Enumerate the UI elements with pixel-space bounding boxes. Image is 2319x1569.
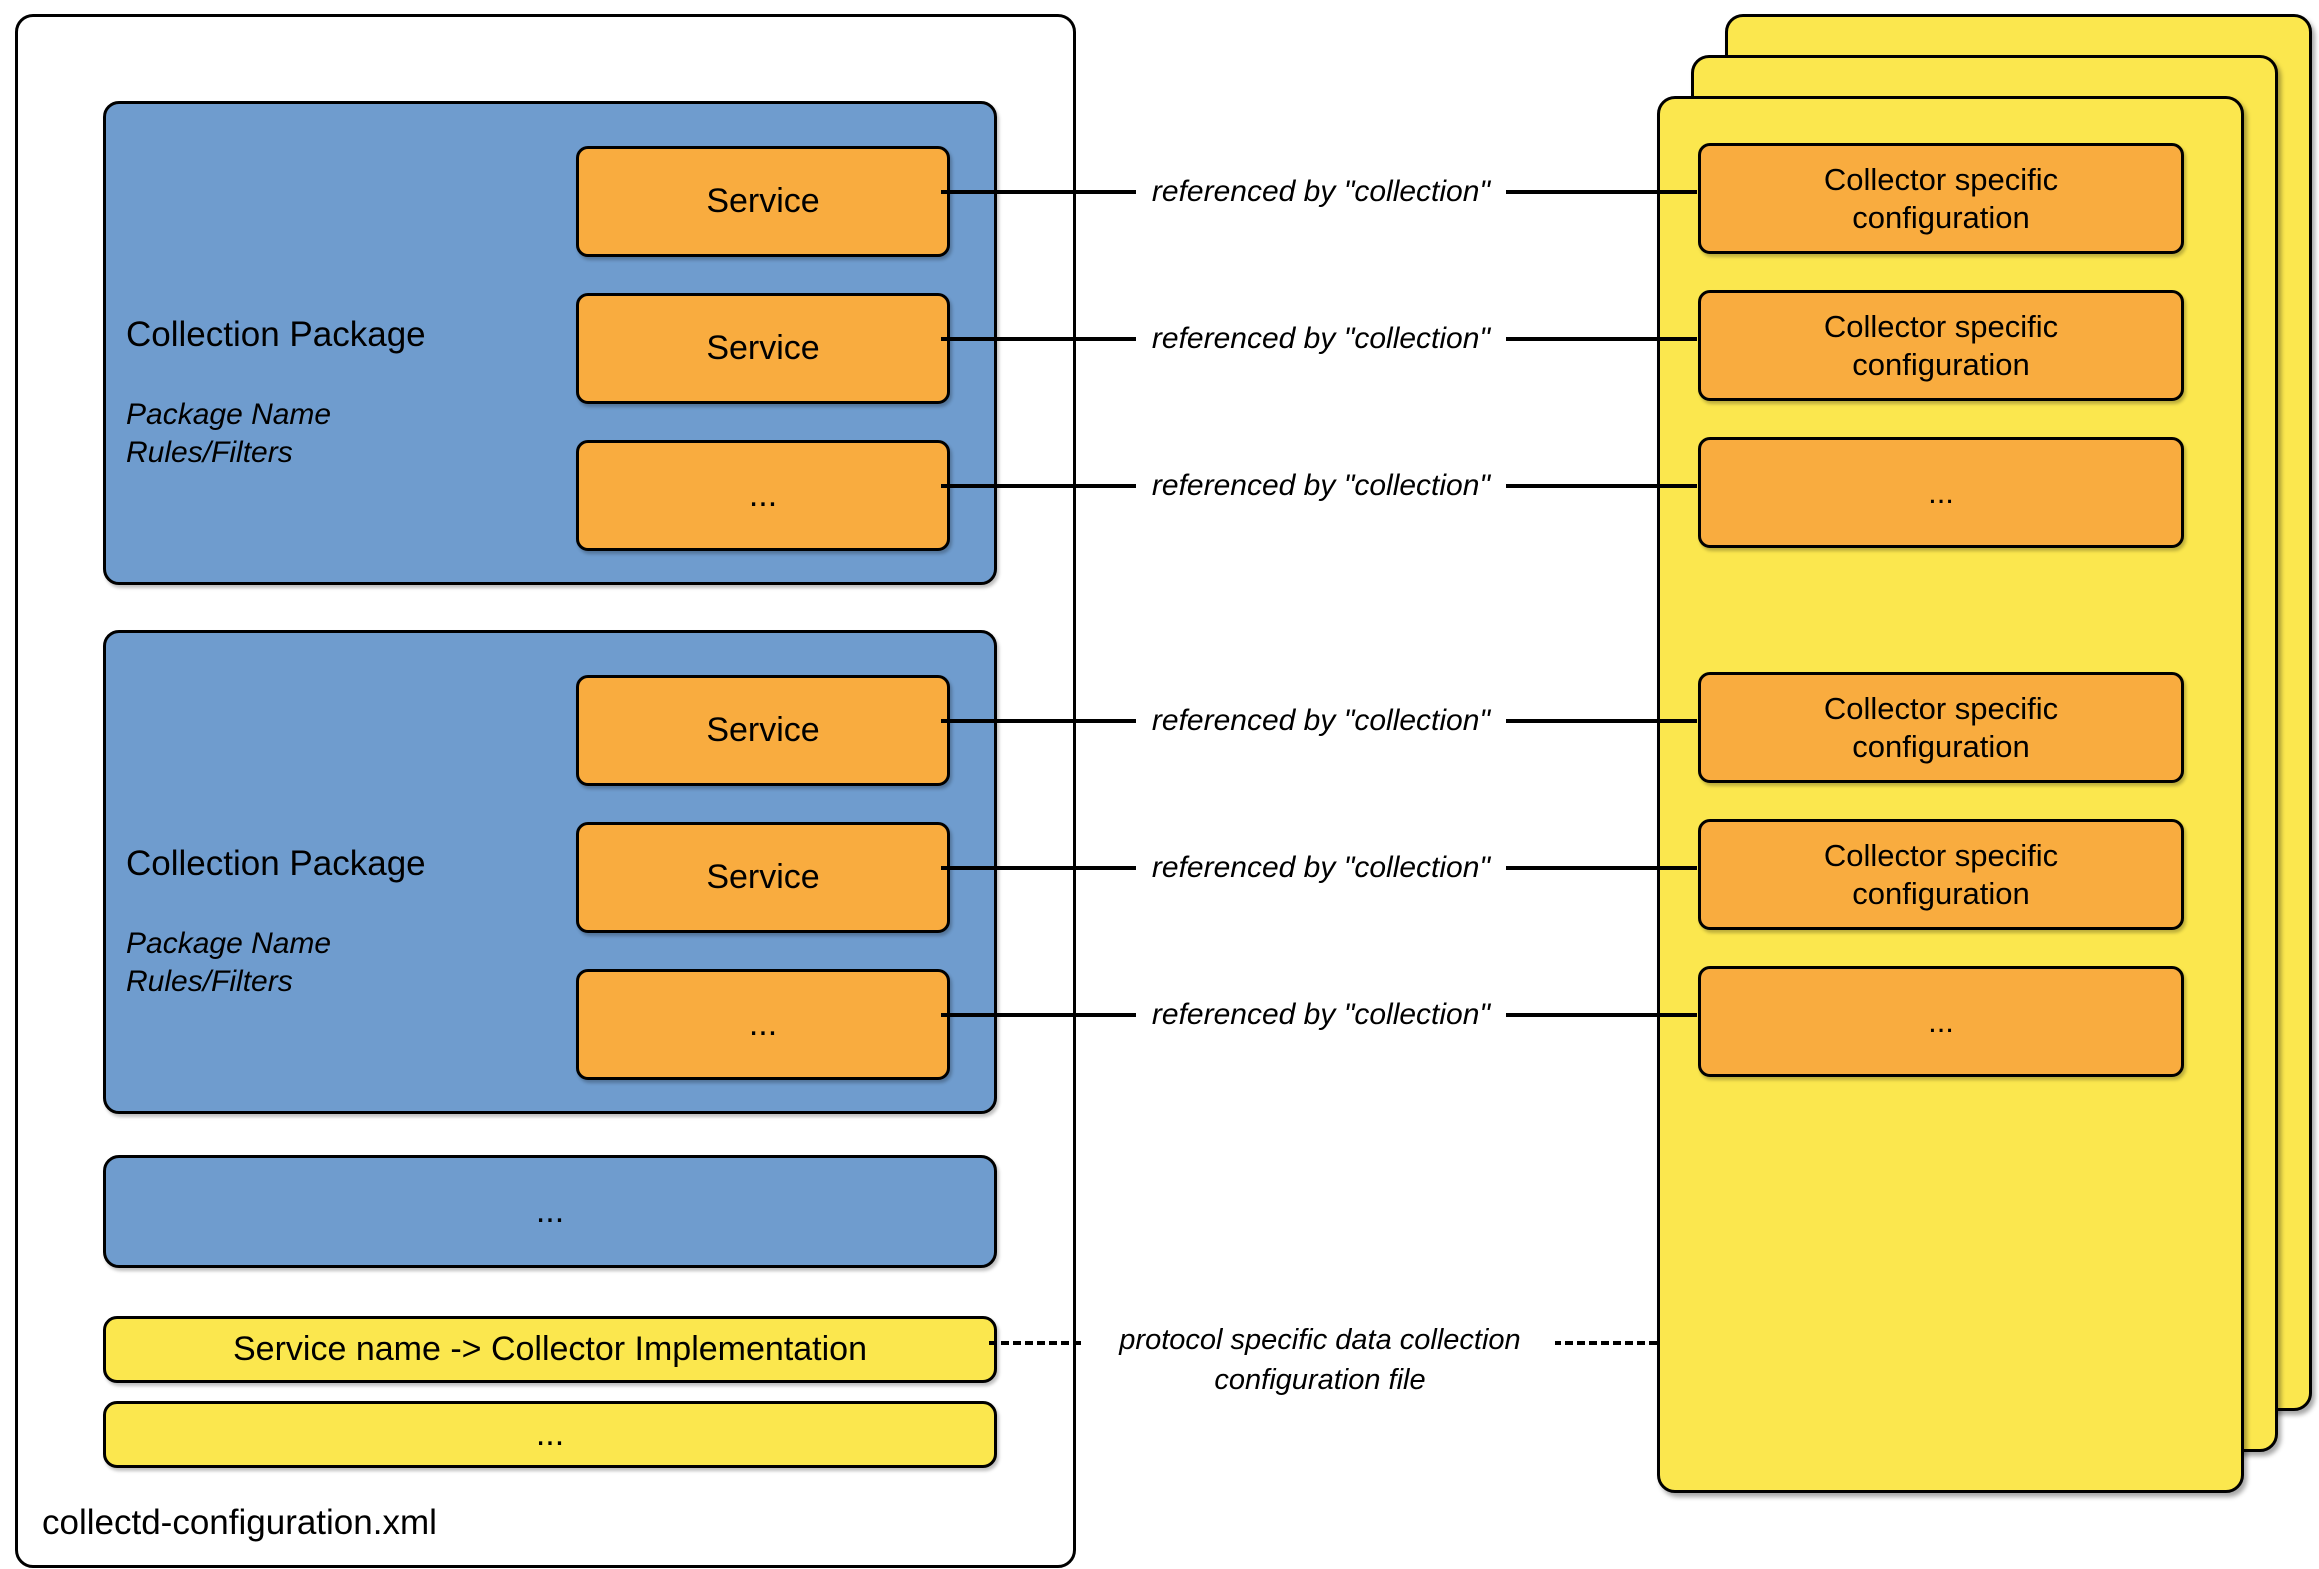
service-more-box: ... [576,440,950,551]
reference-line-label: referenced by "collection" [1136,700,1506,742]
package-name-label: Package Name [126,398,332,431]
more-packages-box: ... [103,1155,997,1268]
reference-line-label: referenced by "collection" [1136,171,1506,213]
collector-config-more-box: ... [1698,437,2184,548]
collector-config-box: Collector specific configuration [1698,672,2184,783]
collection-package-title: Collection Package [126,315,426,354]
collector-config-box: Collector specific configuration [1698,819,2184,930]
collector-config-box: Collector specific configuration [1698,290,2184,401]
collection-package-1: Collection Package Package Name Rules/Fi… [103,101,997,585]
service-more-box: ... [576,969,950,1080]
rules-filters-label: Rules/Filters [126,436,293,469]
collection-package-title: Collection Package [126,844,426,883]
reference-line-label: referenced by "collection" [1136,994,1506,1036]
service-collector-mapping-box: Service name -> Collector Implementation [103,1316,997,1383]
config-file-page-front: Collector specific configuration Collect… [1657,96,2244,1493]
reference-line-label: referenced by "collection" [1136,318,1506,360]
service-box: Service [576,146,950,257]
file-name-label: collectd-configuration.xml [42,1503,437,1542]
rules-filters-label: Rules/Filters [126,965,293,998]
service-box: Service [576,293,950,404]
service-box: Service [576,822,950,933]
collector-config-more-box: ... [1698,966,2184,1077]
collectd-configuration-file-box: Collection Package Package Name Rules/Fi… [15,14,1076,1568]
reference-line-label: referenced by "collection" [1136,465,1506,507]
collector-config-box: Collector specific configuration [1698,143,2184,254]
package-name-label: Package Name [126,927,332,960]
reference-line-label: referenced by "collection" [1136,847,1506,889]
more-mappings-box: ... [103,1401,997,1468]
protocol-config-label: protocol specific data collection config… [1085,1320,1555,1400]
collection-package-2: Collection Package Package Name Rules/Fi… [103,630,997,1114]
service-box: Service [576,675,950,786]
